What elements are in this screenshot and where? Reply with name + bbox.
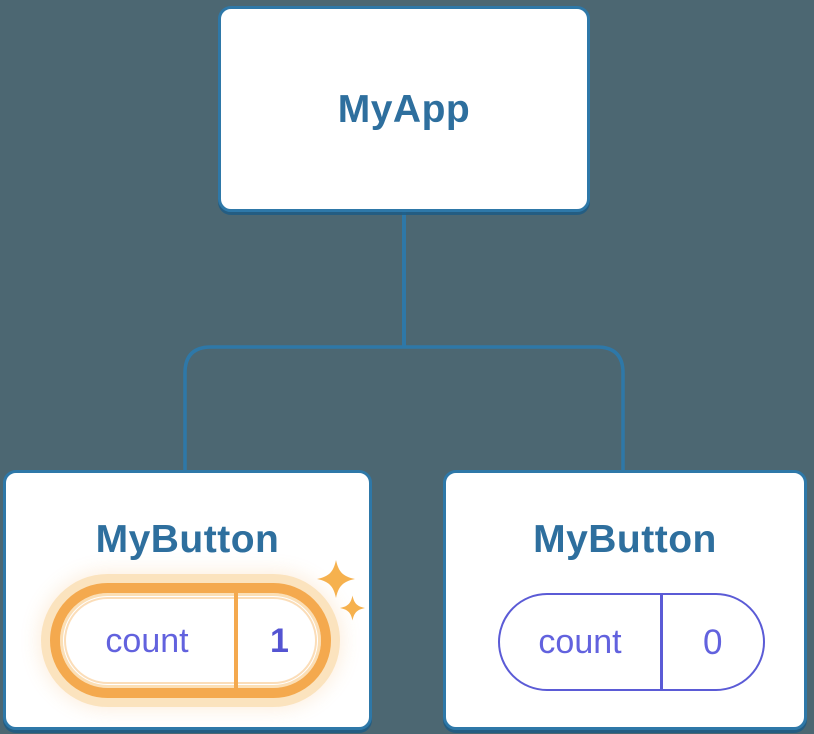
state-value-cell: 1	[238, 593, 321, 688]
state-name: count	[538, 623, 622, 661]
state-value: 0	[703, 622, 723, 662]
state-pill-highlighted: count 1	[50, 583, 331, 698]
state-name-cell: count	[60, 593, 234, 688]
node-mybutton-plain: MyButton count 0	[443, 470, 807, 730]
node-mybutton-highlighted: MyButton count 1	[3, 470, 372, 730]
state-name-cell: count	[500, 595, 660, 689]
node-myapp-label: MyApp	[337, 87, 471, 131]
node-myapp: MyApp	[218, 6, 590, 212]
node-mybutton-label: MyButton	[533, 518, 717, 561]
state-name: count	[105, 621, 189, 660]
pill-divider	[234, 593, 238, 688]
pill-divider	[660, 595, 663, 689]
state-value-cell: 0	[663, 595, 764, 689]
state-pill-plain: count 0	[498, 593, 765, 691]
node-mybutton-label: MyButton	[95, 518, 280, 561]
connector-branch	[183, 345, 625, 470]
state-value: 1	[270, 621, 289, 660]
